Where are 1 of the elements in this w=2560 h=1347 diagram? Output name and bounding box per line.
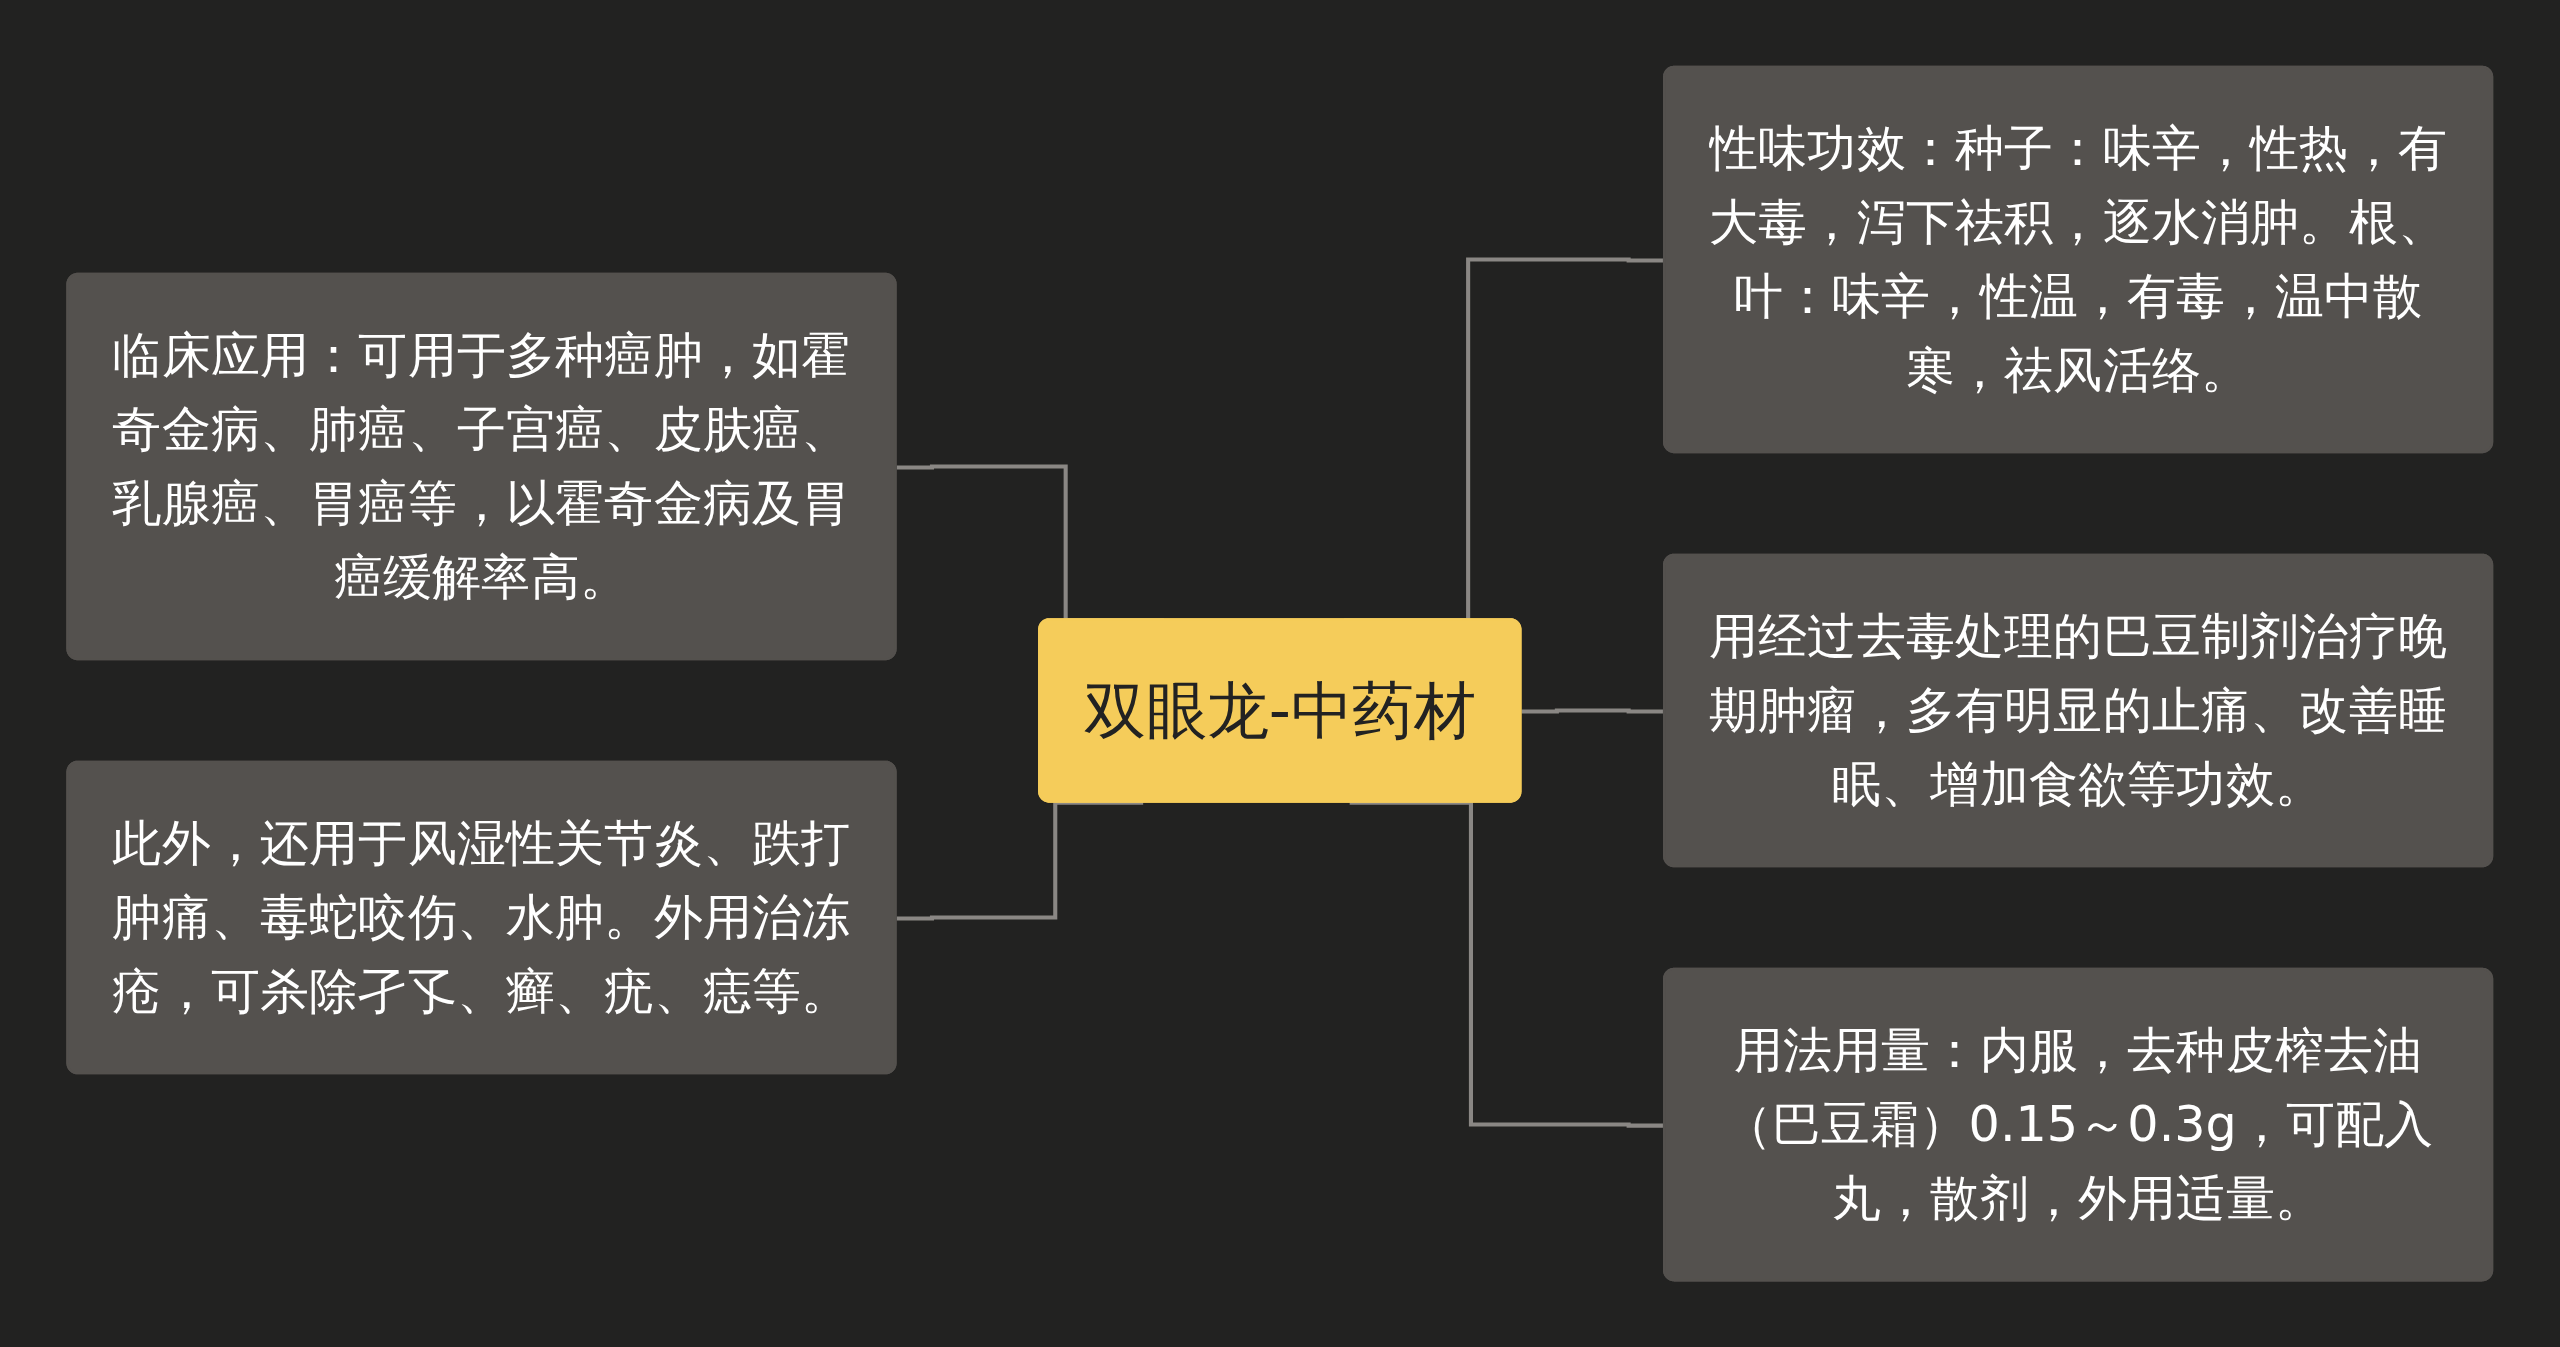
- mind-map: 双眼龙-中药材 临床应用：可用于多种癌肿，如霍奇金病、肺癌、子宫癌、皮肤癌、乳腺癌、胃癌等，以霍奇金病及胃癌缓解率高。 此外，还用于风湿性关节炎、跌打肿痛、毒蛇咬伤、水肿。外用治冻疮，可杀除孑孓、癣、疣、痣等。 性味功效：种子：味辛，性热，有大毒，泻下祛积，逐水消肿。根、叶：味辛，性温，有毒，温中散寒，祛风活络。 用经过去毒处理的巴豆制剂治疗晚期肿瘤，多有明显的止痛、改善睡眠、增加食欲等功效。 用法用量：内服，去种皮榨去油（巴豆霜）0.15～0.3g，可配入丸，散剂，外用适量。: [0, 0, 2560, 1347]
